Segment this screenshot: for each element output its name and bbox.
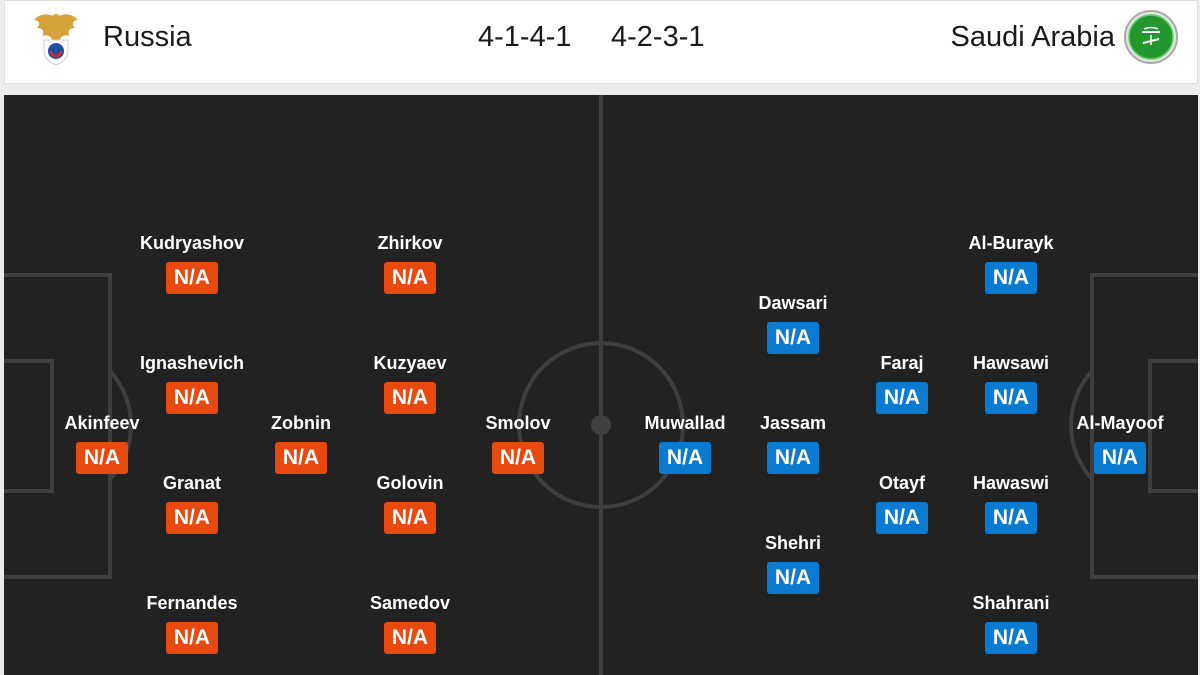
player-zobnin[interactable]: Zobnin N/A xyxy=(221,412,381,474)
player-name: Faraj xyxy=(880,353,924,373)
player-name: Jassam xyxy=(759,413,827,433)
pitch: Akinfeev N/A Kudryashov N/A Ignashevich … xyxy=(4,95,1198,675)
player-rating-badge: N/A xyxy=(166,382,218,414)
player-name: Zobnin xyxy=(271,413,331,433)
player-name: Kudryashov xyxy=(139,233,245,253)
player-name: Dawsari xyxy=(758,293,828,313)
player-rating-badge: N/A xyxy=(985,622,1037,654)
russia-eagle-crest-icon xyxy=(34,14,78,66)
player-rating-badge: N/A xyxy=(767,562,819,594)
player-rating-badge: N/A xyxy=(384,262,436,294)
player-al-mayoof[interactable]: Al-Mayoof N/A xyxy=(1040,412,1198,474)
player-rating-badge: N/A xyxy=(76,442,128,474)
player-name: Golovin xyxy=(376,473,444,493)
player-name: Al-Mayoof xyxy=(1076,413,1164,433)
away-formation: 4-2-3-1 xyxy=(611,21,705,53)
player-name: Muwallad xyxy=(644,413,726,433)
player-rating-badge: N/A xyxy=(384,622,436,654)
player-jassam[interactable]: Jassam N/A xyxy=(713,412,873,474)
player-rating-badge: N/A xyxy=(659,442,711,474)
player-name: Hawsawi xyxy=(972,353,1050,373)
player-rating-badge: N/A xyxy=(166,622,218,654)
player-akinfeev[interactable]: Akinfeev N/A xyxy=(22,412,182,474)
player-hawsawi[interactable]: Hawsawi N/A xyxy=(931,352,1091,414)
player-rating-badge: N/A xyxy=(384,502,436,534)
player-rating-badge: N/A xyxy=(767,322,819,354)
away-team-name: Saudi Arabia xyxy=(950,21,1115,53)
player-name: Shehri xyxy=(764,533,821,553)
player-samedov[interactable]: Samedov N/A xyxy=(330,592,490,654)
player-hawaswi[interactable]: Hawaswi N/A xyxy=(931,472,1091,534)
player-name: Otayf xyxy=(878,473,925,493)
player-rating-badge: N/A xyxy=(275,442,327,474)
match-header: Russia 4-1-4-1 4-2-3-1 Saudi Arabia xyxy=(4,0,1198,84)
player-zhirkov[interactable]: Zhirkov N/A xyxy=(330,232,490,294)
player-rating-badge: N/A xyxy=(876,502,928,534)
player-rating-badge: N/A xyxy=(166,502,218,534)
player-name: Shahrani xyxy=(972,593,1050,613)
player-fernandes[interactable]: Fernandes N/A xyxy=(112,592,272,654)
player-faraj[interactable]: Faraj N/A xyxy=(822,352,982,414)
player-name: Samedov xyxy=(369,593,451,613)
player-kuzyaev[interactable]: Kuzyaev N/A xyxy=(330,352,490,414)
player-rating-badge: N/A xyxy=(876,382,928,414)
home-formation: 4-1-4-1 xyxy=(478,21,572,53)
player-granat[interactable]: Granat N/A xyxy=(112,472,272,534)
player-rating-badge: N/A xyxy=(767,442,819,474)
player-name: Granat xyxy=(162,473,222,493)
player-ignashevich[interactable]: Ignashevich N/A xyxy=(112,352,272,414)
saudi-arabia-crest-icon xyxy=(1124,10,1178,64)
player-smolov[interactable]: Smolov N/A xyxy=(438,412,598,474)
player-muwallad[interactable]: Muwallad N/A xyxy=(605,412,765,474)
player-name: Fernandes xyxy=(146,593,238,613)
player-name: Ignashevich xyxy=(139,353,245,373)
player-golovin[interactable]: Golovin N/A xyxy=(330,472,490,534)
player-rating-badge: N/A xyxy=(166,262,218,294)
player-kudryashov[interactable]: Kudryashov N/A xyxy=(112,232,272,294)
player-name: Akinfeev xyxy=(64,413,140,433)
player-rating-badge: N/A xyxy=(985,382,1037,414)
home-team-name: Russia xyxy=(103,21,192,53)
player-name: Hawaswi xyxy=(972,473,1050,493)
player-dawsari[interactable]: Dawsari N/A xyxy=(713,292,873,354)
player-rating-badge: N/A xyxy=(985,262,1037,294)
player-otayf[interactable]: Otayf N/A xyxy=(822,472,982,534)
player-rating-badge: N/A xyxy=(492,442,544,474)
player-shahrani[interactable]: Shahrani N/A xyxy=(931,592,1091,654)
player-name: Kuzyaev xyxy=(373,353,447,373)
player-name: Zhirkov xyxy=(377,233,443,253)
player-rating-badge: N/A xyxy=(1094,442,1146,474)
player-rating-badge: N/A xyxy=(985,502,1037,534)
player-name: Smolov xyxy=(485,413,551,433)
player-name: Al-Burayk xyxy=(968,233,1054,253)
player-shehri[interactable]: Shehri N/A xyxy=(713,532,873,594)
player-al-burayk[interactable]: Al-Burayk N/A xyxy=(931,232,1091,294)
player-rating-badge: N/A xyxy=(384,382,436,414)
